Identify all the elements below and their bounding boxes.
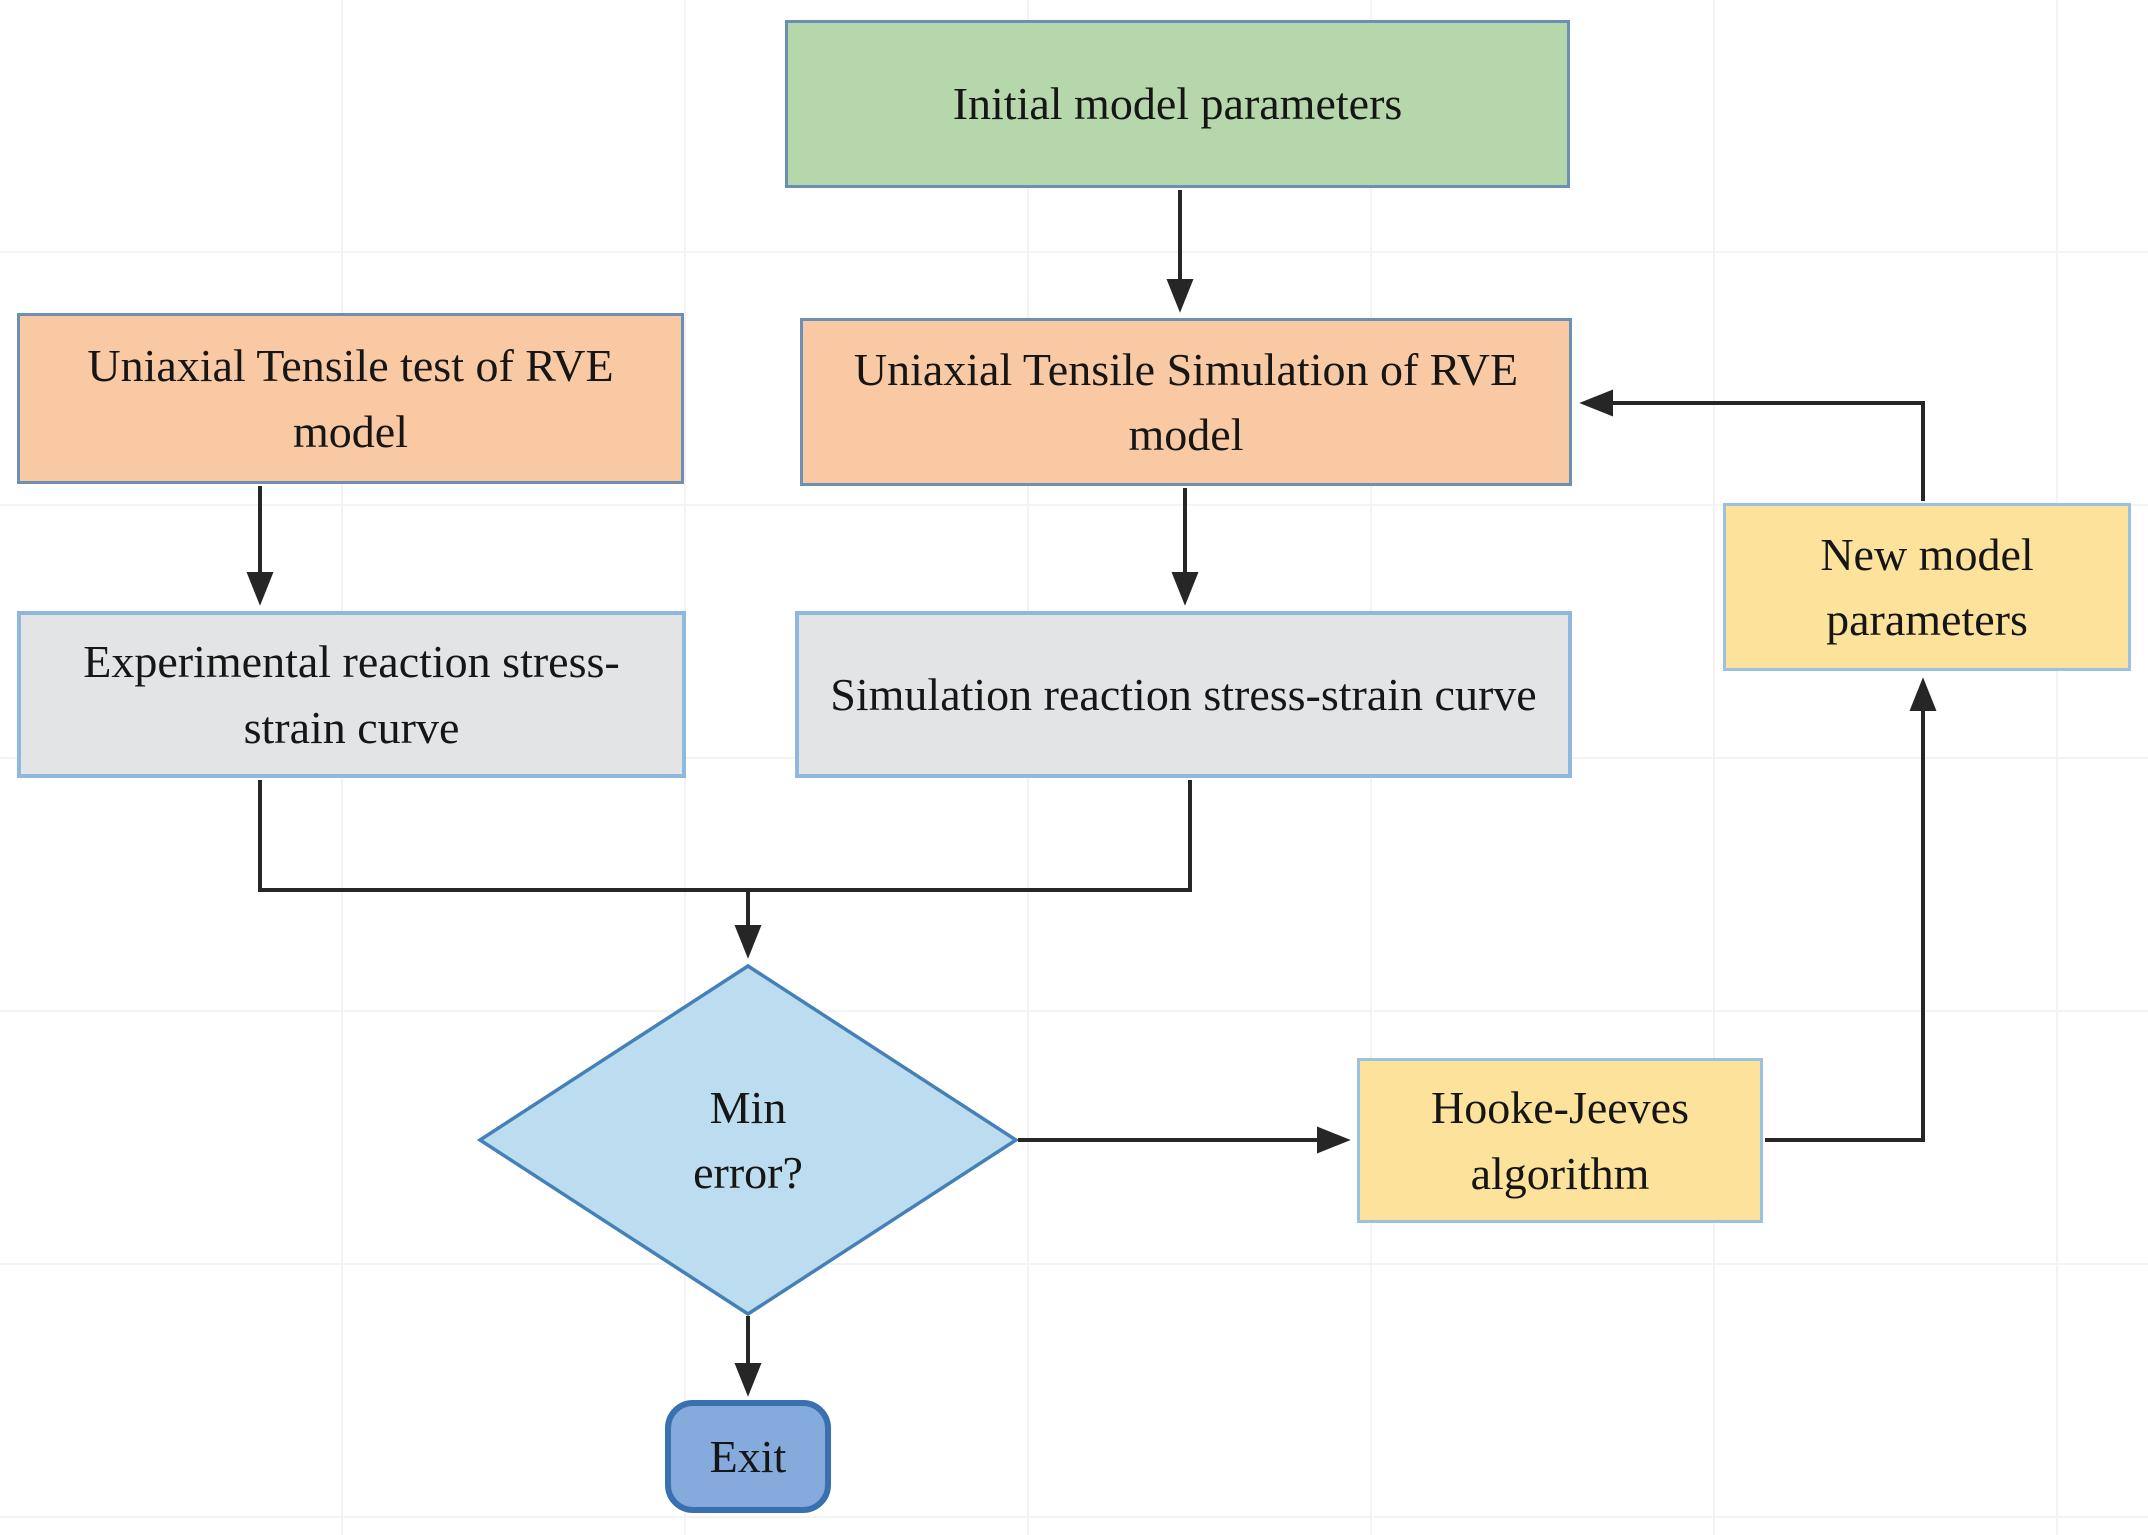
node-uniaxial-tensile-test-label: Uniaxial Tensile test of RVE model (87, 340, 614, 457)
node-min-error-decision-label: Min error? (693, 1081, 803, 1198)
node-hooke-jeeves-algorithm-label: Hooke-Jeeves algorithm (1430, 1082, 1689, 1199)
node-exit: Exit (665, 1400, 831, 1513)
node-initial-model-parameters: Initial model parameters (785, 20, 1570, 188)
node-simulation-stress-strain-curve: Simulation reaction stress-strain curve (795, 611, 1572, 778)
node-uniaxial-tensile-simulation: Uniaxial Tensile Simulation of RVE model (800, 318, 1572, 486)
node-new-model-parameters: New model parameters (1723, 503, 2131, 671)
node-experimental-stress-strain-curve: Experimental reaction stress-strain curv… (17, 611, 686, 778)
node-min-error-decision: Min error? (653, 1062, 843, 1218)
edge-merge-connector (258, 780, 1192, 892)
node-new-model-parameters-label: New model parameters (1820, 528, 2034, 645)
edge-hooke-to-new-params (1765, 677, 1937, 1142)
edge-new-params-to-simulation (1579, 389, 1925, 501)
node-hooke-jeeves-algorithm: Hooke-Jeeves algorithm (1357, 1058, 1763, 1223)
node-initial-model-parameters-label: Initial model parameters (952, 78, 1403, 130)
node-exit-label: Exit (709, 1430, 787, 1482)
node-uniaxial-tensile-simulation-label: Uniaxial Tensile Simulation of RVE model (853, 343, 1519, 460)
node-simulation-stress-strain-curve-label: Simulation reaction stress-strain curve (830, 668, 1537, 720)
node-uniaxial-tensile-test: Uniaxial Tensile test of RVE model (17, 313, 684, 484)
node-experimental-stress-strain-curve-label: Experimental reaction stress-strain curv… (83, 636, 620, 753)
